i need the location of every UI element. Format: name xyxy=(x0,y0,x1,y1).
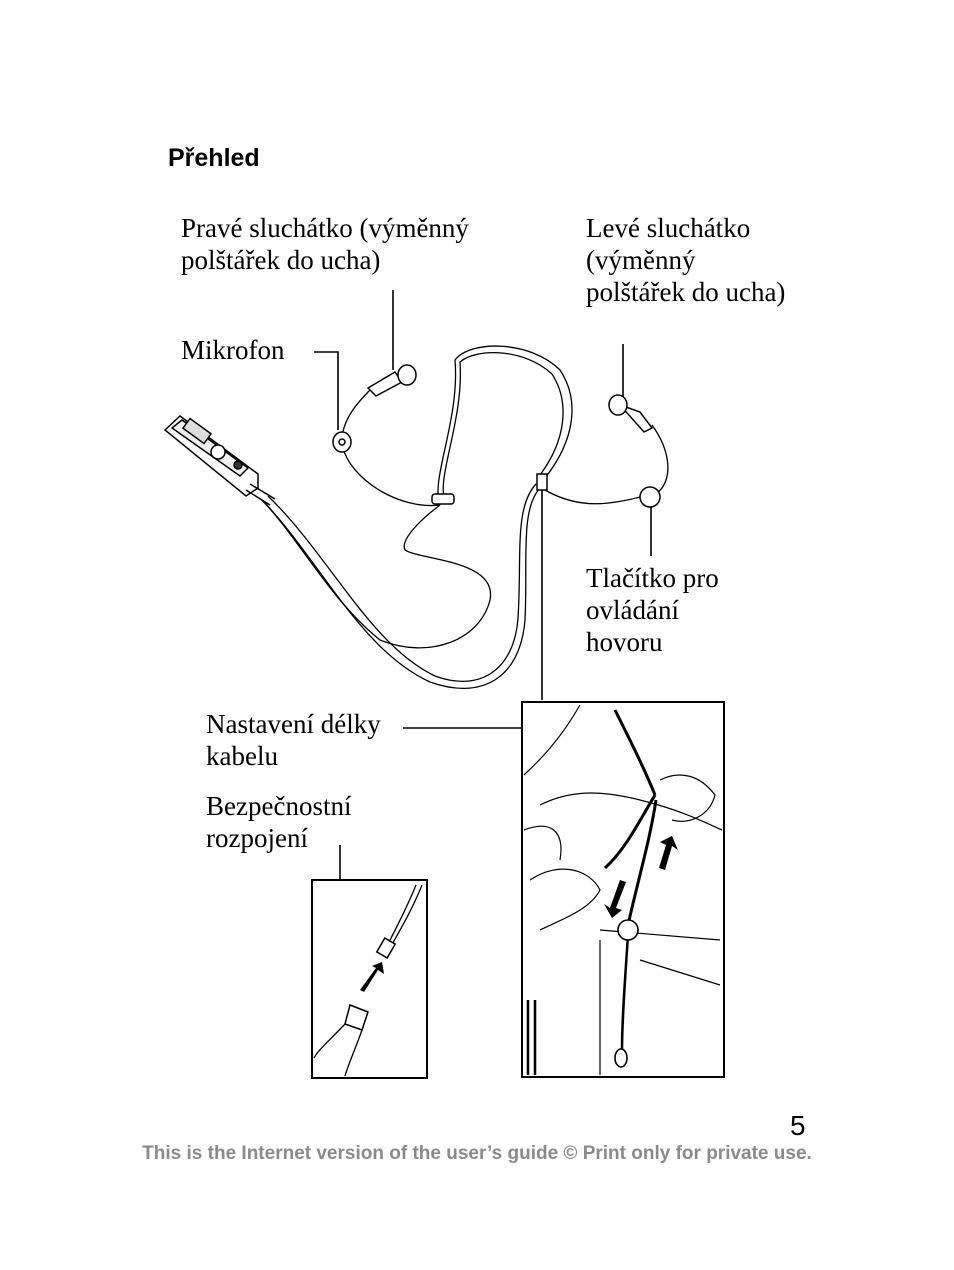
label-right-earpiece: Pravé sluchátko (výměnný polštářek do uc… xyxy=(181,213,469,275)
call-button-icon xyxy=(639,486,661,508)
label-cable-length: Nastavení délky kabelu xyxy=(206,709,381,771)
splitter-icon xyxy=(431,493,455,505)
left-earpiece-icon xyxy=(608,394,654,433)
label-safety-release: Bezpečnostní rozpojení xyxy=(206,791,352,853)
label-call-button: Tlačítko pro ovládání hovoru xyxy=(586,563,719,657)
page-number: 5 xyxy=(790,1110,806,1141)
cable-adjuster-icon xyxy=(536,473,548,491)
right-earpiece-icon xyxy=(366,364,417,397)
leader-microphone xyxy=(314,351,339,430)
safety-release-inset xyxy=(311,879,428,1079)
page-title: Přehled xyxy=(168,144,260,172)
cable-adjust-inset xyxy=(521,701,725,1078)
label-microphone: Mikrofon xyxy=(181,335,285,365)
control-unit-icon xyxy=(163,415,276,506)
label-left-earpiece: Levé sluchátko (výměnný polštářek do uch… xyxy=(586,213,786,307)
footer-note: This is the Internet version of the user… xyxy=(142,1143,812,1164)
microphone-icon xyxy=(332,431,352,453)
